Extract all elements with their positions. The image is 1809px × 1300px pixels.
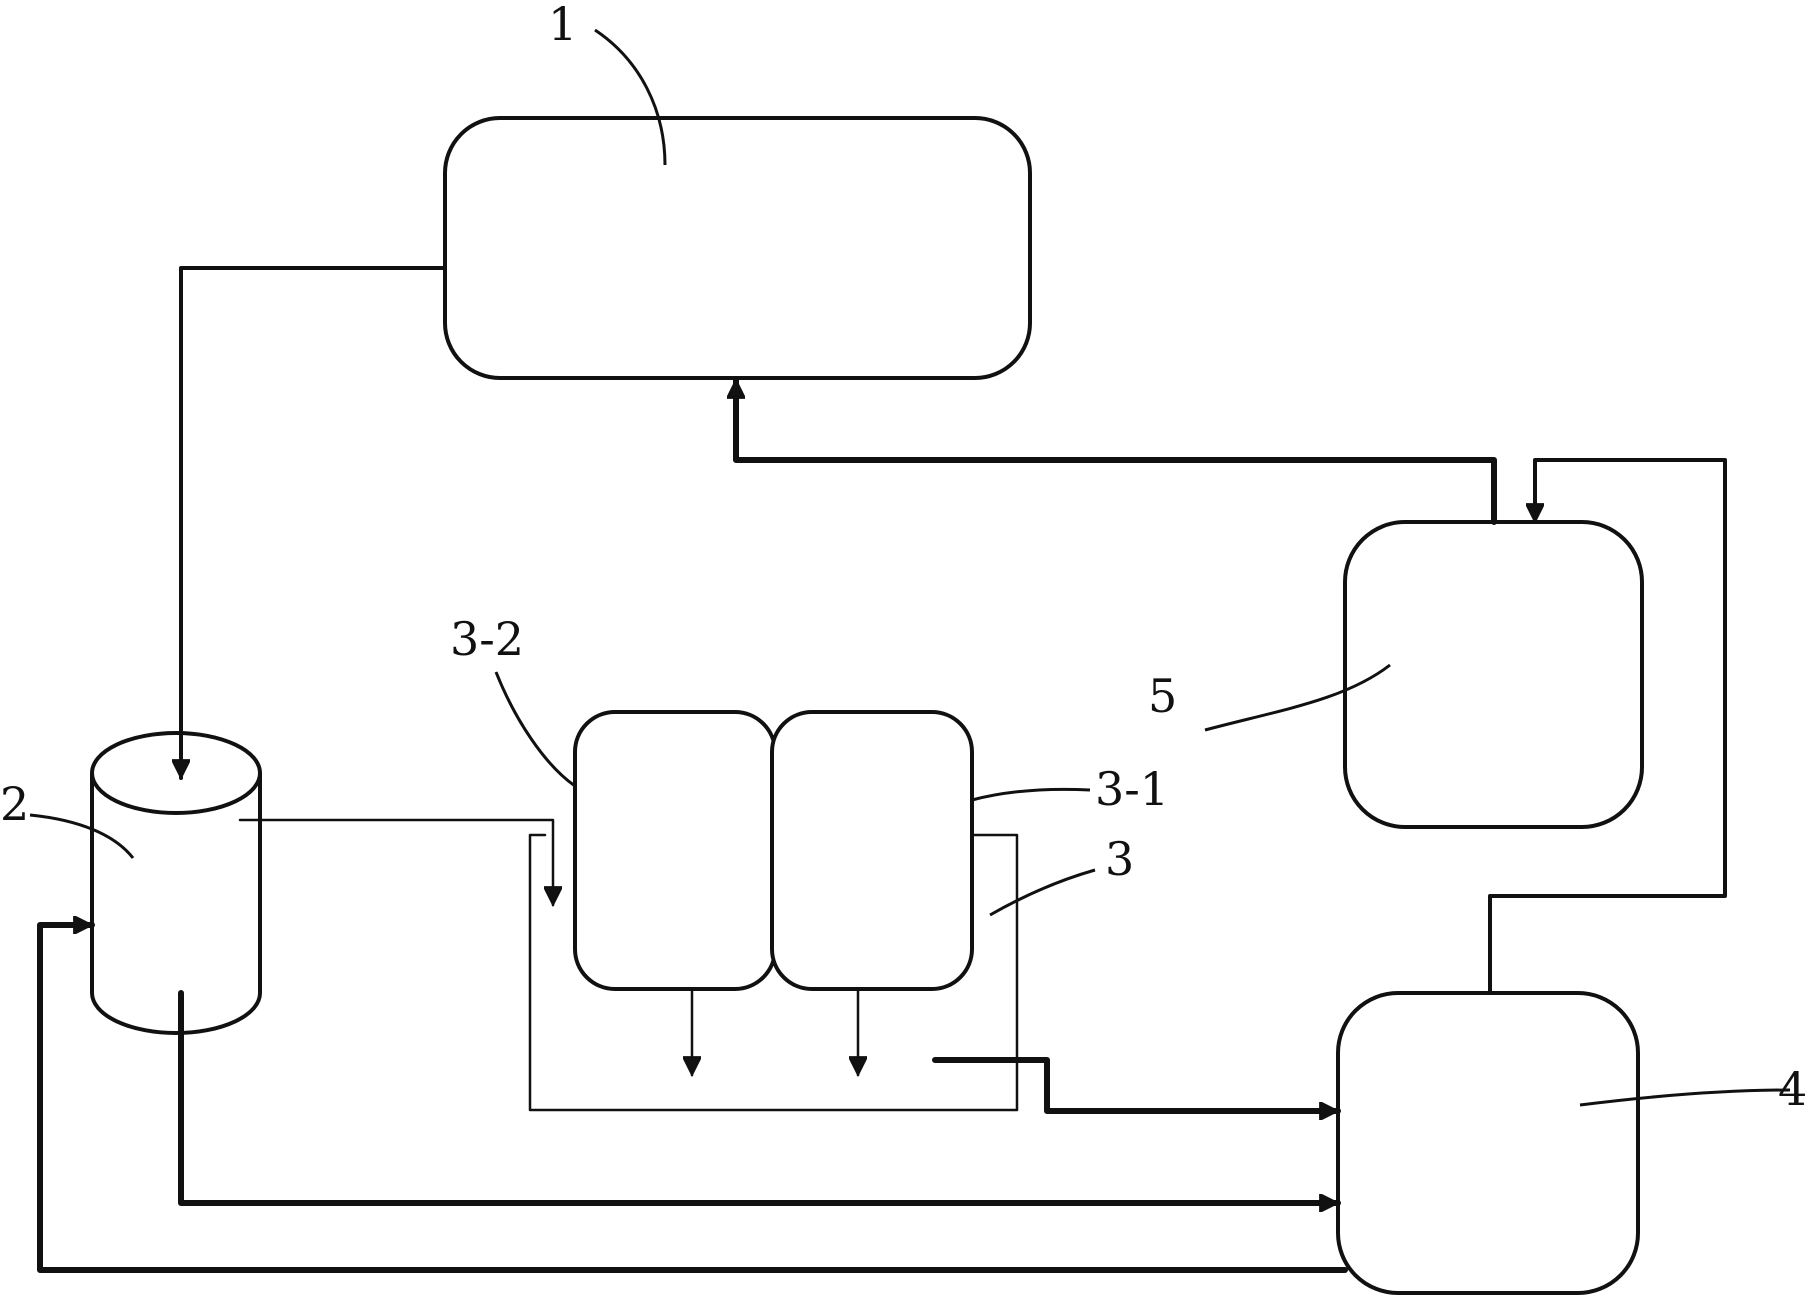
label-unit-1: 1 <box>548 0 577 51</box>
label-unit-5: 5 <box>1148 669 1177 723</box>
unit-3-basin <box>528 833 1019 1112</box>
pipe-2-to-3 <box>238 818 553 905</box>
leader-5 <box>1204 663 1391 732</box>
label-unit-4: 4 <box>1778 1062 1807 1116</box>
pipe-1-to-2 <box>181 266 447 778</box>
unit-3-1-module <box>770 710 974 991</box>
pipe-5-to-1 <box>736 377 1497 525</box>
leader-1 <box>594 28 667 166</box>
pipe-3-to-4 <box>932 1057 1341 1111</box>
pipe-4-to-5 <box>1488 458 1727 995</box>
leader-3 <box>989 868 1096 917</box>
label-unit-3-2: 3-2 <box>450 612 524 666</box>
unit-3-2-module <box>573 710 777 991</box>
leader-4 <box>1579 1088 1791 1107</box>
unit-5-box <box>1343 520 1644 829</box>
label-unit-2: 2 <box>0 777 29 831</box>
pipe-4-to-2 <box>37 925 1348 1273</box>
unit-1-box <box>443 116 1032 380</box>
leader-3-1 <box>971 787 1091 802</box>
leader-2 <box>29 813 135 859</box>
pipe-2-to-4 <box>178 990 1341 1203</box>
unit-4-box <box>1336 991 1640 1295</box>
leader-3-2 <box>494 671 576 788</box>
label-unit-3: 3 <box>1105 832 1134 886</box>
unit-2-cylinder <box>90 731 262 1035</box>
label-unit-3-1: 3-1 <box>1095 762 1169 816</box>
